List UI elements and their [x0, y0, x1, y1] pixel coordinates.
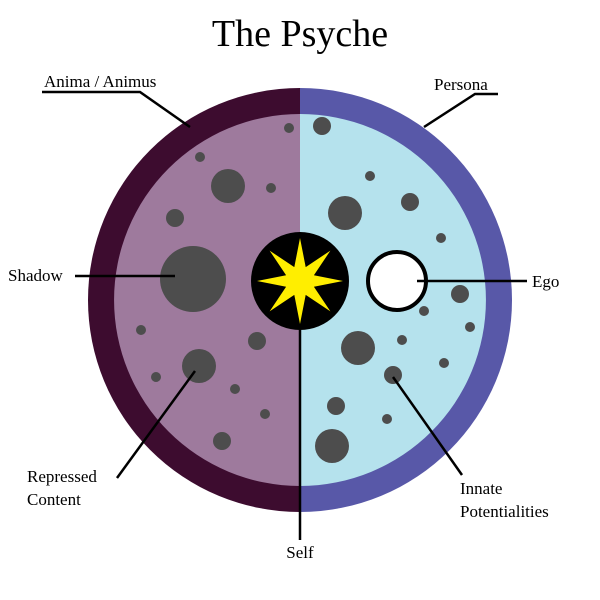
page-title: The Psyche: [212, 13, 388, 55]
unconscious-content-dots: [136, 123, 294, 450]
content-dot: [401, 193, 419, 211]
content-dot: [365, 171, 375, 181]
innate-potentialities-leader: [391, 376, 464, 476]
innate-potentialities-label-line2: Potentialities: [460, 502, 549, 521]
persona-label: Persona: [434, 75, 488, 94]
content-dot: [211, 169, 245, 203]
content-dot: [266, 183, 276, 193]
content-dot: [315, 429, 349, 463]
content-dot: [182, 349, 216, 383]
anima-animus-leader: [42, 90, 191, 129]
content-dot: [327, 397, 345, 415]
self-label: Self: [286, 543, 314, 562]
content-dot: [397, 335, 407, 345]
content-dot: [436, 233, 446, 243]
content-dot: [284, 123, 294, 133]
content-dot: [160, 246, 226, 312]
content-dot: [151, 372, 161, 382]
content-dot: [195, 152, 205, 162]
content-dot: [465, 322, 475, 332]
content-dot: [341, 331, 375, 365]
content-dot: [384, 366, 402, 384]
repressed-content-label-line1: Repressed: [27, 467, 97, 486]
content-dot: [213, 432, 231, 450]
innate-potentialities-label-line1: Innate: [460, 479, 502, 498]
content-dot: [419, 306, 429, 316]
content-dot: [451, 285, 469, 303]
content-dot: [328, 196, 362, 230]
content-dot: [136, 325, 146, 335]
leader-lines: [42, 90, 527, 540]
content-dot: [260, 409, 270, 419]
content-dot: [230, 384, 240, 394]
content-dot: [166, 209, 184, 227]
ego-label: Ego: [532, 272, 559, 291]
persona-leader: [423, 92, 498, 129]
content-dot: [382, 414, 392, 424]
sun-star-icon: [251, 232, 349, 330]
conscious-content-dots: [313, 117, 475, 463]
content-dot: [313, 117, 331, 135]
repressed-content-label-line2: Content: [27, 490, 81, 509]
repressed-content-leader: [115, 370, 197, 479]
content-dot: [439, 358, 449, 368]
self-star-center: [286, 267, 314, 295]
content-dot: [248, 332, 266, 350]
shadow-label: Shadow: [8, 266, 64, 285]
anima-animus-label: Anima / Animus: [44, 72, 156, 91]
